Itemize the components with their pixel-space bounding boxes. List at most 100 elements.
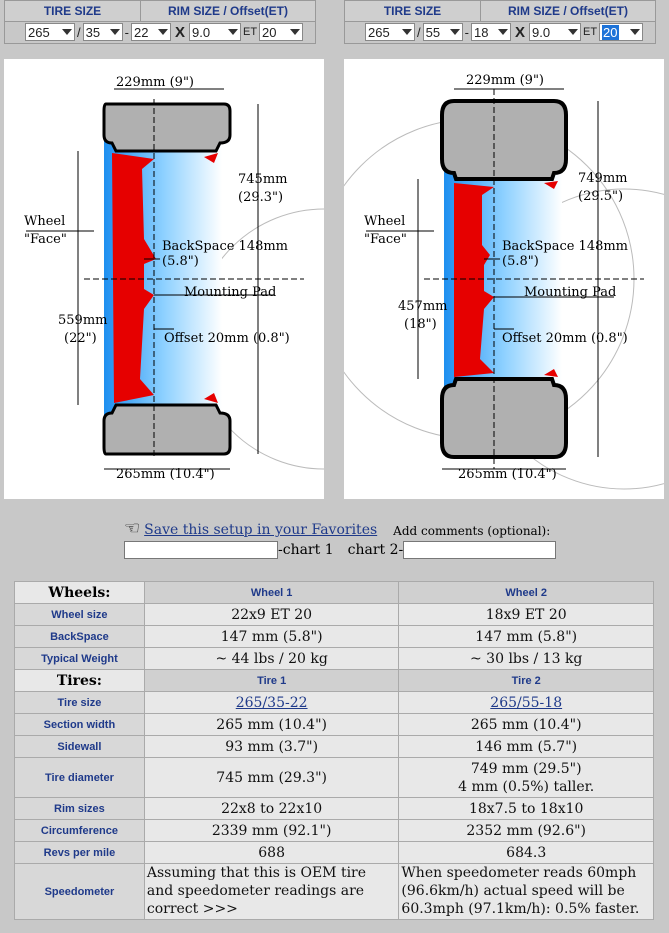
cell-value: 18x9 ET 20 [398, 603, 654, 626]
tires-header-row: Tires: Tire 1 Tire 2 [14, 669, 654, 692]
table-row: Section width 265 mm (10.4") 265 mm (10.… [14, 713, 654, 736]
row-label: Circumference [14, 819, 145, 842]
cell-value: 147 mm (5.8") [143, 625, 400, 648]
tire-size-header: TIRE SIZE [345, 1, 481, 21]
table-row: Tire diameter 745 mm (29.3") 749 mm (29.… [14, 757, 654, 798]
rim-mm-label: 457mm [398, 299, 448, 314]
table-row: Rim sizes 22x8 to 22x10 18x7.5 to 18x10 [14, 797, 654, 820]
table-row: Sidewall 93 mm (3.7") 146 mm (5.7") [14, 735, 654, 758]
aspect-ratio-select[interactable]: 55 [422, 23, 463, 41]
cell-value: 265 mm (10.4") [398, 713, 654, 736]
aspect-ratio-select[interactable]: 35 [82, 23, 123, 41]
row-label: Revs per mile [14, 841, 145, 864]
table-row: Circumference 2339 mm (92.1") 2352 mm (9… [14, 819, 654, 842]
wheels-section-header: Wheels: [14, 581, 145, 604]
wheel-diagram-1: 229mm (9") 745mm (29.3") Wheel "Face" Ba… [4, 59, 455, 499]
pointing-hand-icon: ☜ [124, 518, 141, 539]
tire2-diameter: 749 mm (29.5") [470, 760, 582, 777]
rim-diameter-select[interactable]: 22 [130, 23, 171, 41]
cell-value: 265/35-22 [143, 691, 400, 714]
diameter-in-label: (29.3") [238, 190, 284, 205]
cell-value: 688 [143, 841, 400, 864]
wheels-header-row: Wheels: Wheel 1 Wheel 2 [14, 581, 654, 604]
rim-width-select[interactable]: 9.0 [528, 23, 581, 41]
table-row: Typical Weight ~ 44 lbs / 20 kg ~ 30 lbs… [14, 647, 654, 670]
wheel-face-label-2: "Face" [364, 232, 407, 247]
bottom-width-label: 265mm (10.4") [116, 467, 215, 482]
rim-in-label: (18") [404, 317, 437, 332]
save-favorites-link[interactable]: Save this setup in your Favorites [144, 522, 378, 538]
wheel2-column-header: Wheel 2 [398, 581, 654, 604]
rim-size-header: RIM SIZE / Offset(ET) [508, 4, 628, 18]
row-label: Sidewall [14, 735, 145, 758]
table-row: BackSpace 147 mm (5.8") 147 mm (5.8") [14, 625, 654, 648]
selector-header: TIRE SIZE RIM SIZE / Offset(ET) [5, 1, 315, 22]
row-label: Wheel size [14, 603, 145, 626]
mounting-pad-label: Mounting Pad [524, 285, 617, 300]
tire-width-select[interactable]: 265 [25, 23, 75, 41]
table-row: Wheel size 22x9 ET 20 18x9 ET 20 [14, 603, 654, 626]
wheel-face-label: Wheel [24, 214, 66, 229]
tire-selector-1: TIRE SIZE RIM SIZE / Offset(ET) 265 / 35… [4, 0, 316, 44]
backspace-label: BackSpace 148mm (5.8") [162, 239, 289, 269]
cell-value: 93 mm (3.7") [143, 735, 400, 758]
cell-value: 684.3 [398, 841, 654, 864]
rim-in-label: (22") [64, 331, 97, 346]
cell-value: 2339 mm (92.1") [143, 819, 400, 842]
diameter-mm-label: 745mm [238, 172, 288, 187]
row-label: BackSpace [14, 625, 145, 648]
cell-value: 146 mm (5.7") [398, 735, 654, 758]
save-setup-area: ☜ Save this setup in your Favorites Add … [124, 518, 557, 559]
tires-section-header: Tires: [14, 669, 145, 692]
cell-value: When speedometer reads 60mph (96.6km/h) … [398, 863, 654, 920]
top-width-label: 229mm (9") [466, 73, 544, 88]
cell-value: 2352 mm (92.6") [398, 819, 654, 842]
wheel-face-label-2: "Face" [24, 232, 67, 247]
chart1-comment-input[interactable] [124, 541, 278, 559]
diameter-mm-label: 749mm [578, 171, 628, 186]
comparison-table: Wheels: Wheel 1 Wheel 2 Wheel size 22x9 … [14, 581, 654, 920]
mounting-pad-label: Mounting Pad [184, 285, 277, 300]
rim-mm-label: 559mm [58, 313, 108, 328]
table-row: Revs per mile 688 684.3 [14, 841, 654, 864]
bottom-width-label: 265mm (10.4") [458, 467, 557, 482]
tire-selector-2: TIRE SIZE RIM SIZE / Offset(ET) 265 / 55… [344, 0, 656, 44]
tire2-column-header: Tire 2 [398, 669, 654, 692]
diameter-diff: 4 mm (0.5%) taller. [458, 778, 595, 795]
tire2-size-link[interactable]: 265/55-18 [490, 694, 563, 711]
cell-value: 745 mm (29.3") [143, 757, 400, 798]
offset-select[interactable]: 20 [259, 23, 304, 41]
tire-size-header: TIRE SIZE [5, 1, 141, 21]
table-row: Speedometer Assuming that this is OEM ti… [14, 863, 654, 920]
x-label: X [514, 23, 525, 41]
et-label: ET [582, 26, 598, 38]
wheel-face-label: Wheel [364, 214, 406, 229]
wheel1-column-header: Wheel 1 [143, 581, 400, 604]
chart2-comment-input[interactable] [403, 541, 557, 559]
cell-value: 265/55-18 [398, 691, 654, 714]
backspace-label: BackSpace 148mm (5.8") [502, 239, 629, 269]
selector-header: TIRE SIZE RIM SIZE / Offset(ET) [345, 1, 655, 22]
tire1-column-header: Tire 1 [143, 669, 400, 692]
wheel-cross-section-2 [313, 88, 669, 490]
rim-width-select[interactable]: 9.0 [188, 23, 241, 41]
cell-value: 749 mm (29.5")4 mm (0.5%) taller. [398, 757, 654, 798]
top-width-label: 229mm (9") [116, 75, 194, 90]
row-label: Tire size [14, 691, 145, 714]
row-label: Typical Weight [14, 647, 145, 670]
wheel-cross-section-1 [26, 88, 455, 470]
diameter-in-label: (29.5") [578, 189, 624, 204]
cell-value: ~ 44 lbs / 20 kg [143, 647, 400, 670]
cell-value: 22x8 to 22x10 [143, 797, 400, 820]
tire1-size-link[interactable]: 265/35-22 [235, 694, 308, 711]
offset-select[interactable]: 20 [599, 23, 644, 41]
tire-width-select[interactable]: 265 [365, 23, 415, 41]
row-label: Section width [14, 713, 145, 736]
cell-value: 265 mm (10.4") [143, 713, 400, 736]
rim-diameter-select[interactable]: 18 [470, 23, 511, 41]
chart1-label: -chart 1 [278, 542, 334, 558]
chart2-label: chart 2- [347, 542, 404, 558]
rim-size-header: RIM SIZE / Offset(ET) [168, 4, 288, 18]
offset-label: Offset 20mm (0.8") [502, 331, 628, 346]
cell-value: ~ 30 lbs / 13 kg [398, 647, 654, 670]
